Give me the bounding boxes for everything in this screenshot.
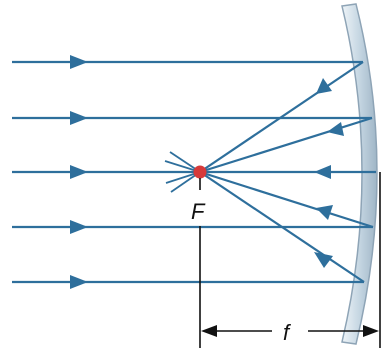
arrowhead-icon bbox=[70, 111, 88, 125]
reflected-ray-5 bbox=[199, 171, 365, 283]
arrowhead-icon bbox=[316, 78, 332, 94]
arrowhead-icon bbox=[314, 252, 333, 268]
arrowhead-icon bbox=[70, 220, 88, 234]
reflected-ray-2 bbox=[199, 116, 373, 174]
arrowhead-icon bbox=[314, 165, 331, 179]
arrowhead-icon bbox=[70, 275, 88, 289]
arrowhead-icon bbox=[363, 325, 379, 337]
reflected-rays bbox=[199, 61, 374, 283]
arrowhead-icon bbox=[70, 55, 88, 69]
focal-length-label: f bbox=[283, 320, 292, 345]
reflected-ray-4 bbox=[199, 170, 374, 229]
arrowhead-icon bbox=[70, 165, 88, 179]
incident-arrowheads bbox=[70, 55, 88, 289]
arrowhead-icon bbox=[201, 325, 217, 337]
arrowhead-icon bbox=[327, 122, 344, 136]
reflected-ray-1 bbox=[199, 61, 364, 173]
focal-length-dimension bbox=[199, 172, 381, 348]
arrowhead-icon bbox=[316, 205, 333, 220]
focal-point-label: F bbox=[191, 199, 206, 224]
focal-point-dot-icon bbox=[193, 165, 207, 179]
reflected-arrowheads bbox=[314, 78, 344, 268]
dimension-arrowheads bbox=[201, 325, 379, 337]
concave-mirror-icon bbox=[341, 3, 378, 345]
